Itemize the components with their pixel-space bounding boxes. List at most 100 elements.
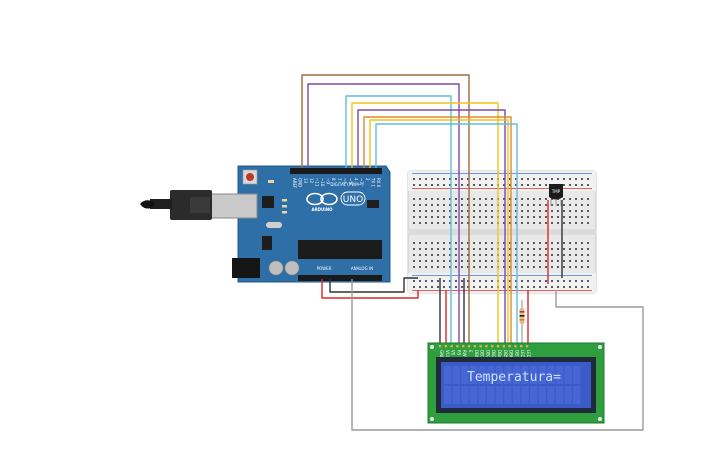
breadboard-hole [437,248,439,250]
breadboard-hole [449,216,451,218]
breadboard-hole [461,254,463,256]
digital-pin-label: 13 [303,178,308,184]
breadboard-hole [461,222,463,224]
breadboard-hole [437,280,439,282]
wire-brown[interactable] [301,74,470,345]
breadboard-hole [515,216,517,218]
wire-a0-gray[interactable] [351,279,644,431]
lcd-pin[interactable] [496,345,500,348]
breadboard-hole [521,216,523,218]
wire-gnd-black[interactable] [329,277,418,293]
breadboard-hole [461,266,463,268]
lcd-pin[interactable] [467,345,471,348]
lcd-char-cell [452,386,460,404]
breadboard-hole [575,184,577,186]
lcd-pin[interactable] [456,345,459,348]
breadboard-hole [539,216,541,218]
lcd-pin[interactable] [508,345,511,348]
breadboard-hole [503,242,505,244]
lcd-pin[interactable] [462,345,465,348]
resistor[interactable] [519,300,525,345]
breadboard-hole [467,222,469,224]
breadboard-hole [431,178,433,180]
analog-label: ANALOG IN [351,266,373,271]
breadboard-hole [479,184,481,186]
breadboard-hole [539,210,541,212]
lcd-pin[interactable] [450,345,453,348]
wire-5v-red[interactable] [321,279,419,299]
breadboard-hole [521,260,523,262]
breadboard-hole [533,222,535,224]
lcd-pin[interactable] [520,345,523,348]
wire-purple[interactable] [307,83,460,345]
lcd-char-cell [564,366,572,384]
arduino-logo: ARDUINO [306,192,338,212]
breadboard-hole [461,286,463,288]
temperature-sensor[interactable]: TMP [549,184,563,206]
lcd-pin[interactable] [502,345,505,348]
breadboard-hole [539,254,541,256]
breadboard-hole [479,178,481,180]
lcd-pin[interactable] [514,345,517,348]
wire-yellow-2[interactable] [369,119,509,345]
breadboard-hole [539,280,541,282]
breadboard-hole [419,260,421,262]
breadboard-hole [461,242,463,244]
breadboard-hole [551,260,553,262]
breadboard-hole [443,280,445,282]
breadboard-hole [485,178,487,180]
lcd-pin[interactable] [438,345,442,348]
lcd-pin[interactable] [479,345,482,348]
breadboard-hole [503,286,505,288]
breadboard-hole [509,286,511,288]
lcd-pin-label: RS [456,350,461,356]
breadboard-hole [551,280,553,282]
breadboard-hole [431,242,433,244]
lcd-pin[interactable] [473,345,476,348]
breadboard-hole [557,222,559,224]
wire-purple-2[interactable] [357,109,506,345]
breadboard-hole [587,280,589,282]
breadboard-hole [539,266,541,268]
breadboard-hole [419,254,421,256]
breadboard-hole [509,242,511,244]
breadboard-hole [479,260,481,262]
breadboard-hole [581,286,583,288]
breadboard-hole [479,204,481,206]
lcd-pin-label: RW [462,350,467,357]
lcd-char-cell [573,386,581,404]
lcd-pin[interactable] [491,345,494,348]
lcd-pin[interactable] [525,345,529,348]
breadboard-hole [581,280,583,282]
breadboard-hole [467,216,469,218]
breadboard-hole [509,248,511,250]
breadboard-hole [449,260,451,262]
breadboard[interactable] [407,170,597,294]
breadboard-hole [581,198,583,200]
lcd-char-cell [521,366,529,384]
breadboard-hole [437,286,439,288]
breadboard-hole [563,184,565,186]
wire-cyan-1[interactable] [345,95,452,345]
breadboard-hole [587,266,589,268]
breadboard-hole [545,254,547,256]
breadboard-hole [587,216,589,218]
wire-yellow-1[interactable] [351,102,499,345]
breadboard-hole [419,198,421,200]
breadboard-hole [467,266,469,268]
breadboard-hole [413,280,415,282]
lcd-char-cell [530,366,538,384]
breadboard-hole [443,266,445,268]
lcd-pin[interactable] [485,345,488,348]
breadboard-hole [587,198,589,200]
wire-orange[interactable] [363,116,512,345]
breadboard-hole [557,216,559,218]
lcd-char-cell [504,366,512,384]
wire-cyan-2[interactable] [375,123,518,345]
reset-button[interactable] [242,169,258,185]
lcd-pin[interactable] [444,345,447,348]
breadboard-hole [563,204,565,206]
breadboard-hole [521,184,523,186]
